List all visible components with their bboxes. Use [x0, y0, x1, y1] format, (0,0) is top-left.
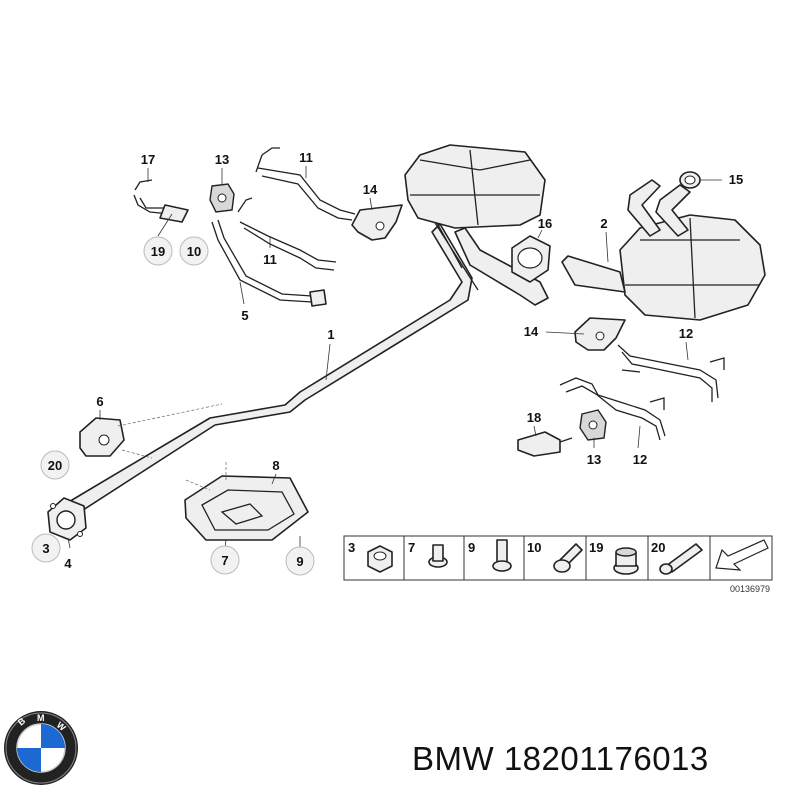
svg-text:B: B	[16, 715, 28, 727]
hanger-18	[517, 431, 573, 457]
callout-circle-3	[31, 533, 61, 563]
callout-circle-20	[40, 450, 70, 480]
rubber-mount-13b	[579, 409, 607, 441]
callout-5: 5	[241, 308, 248, 323]
bracket-11b	[237, 197, 337, 271]
rubber-mount-14a	[351, 204, 403, 241]
callout-4: 4	[64, 556, 72, 571]
flange-bolt-icon	[553, 543, 583, 573]
front-silencer	[404, 144, 549, 306]
callouts: 17 13 11 14 15 19 10 11 16 2 5 14 12 1 6…	[31, 150, 743, 576]
diagram-id: 00136979	[730, 584, 770, 594]
callout-2: 2	[600, 216, 607, 231]
callout-1: 1	[327, 327, 334, 342]
heat-shield-plate	[184, 462, 309, 541]
callout-14: 14	[363, 182, 378, 197]
product-caption: BMW 18201176013	[412, 740, 792, 784]
brand-name: BMW	[412, 740, 495, 777]
callout-17: 17	[141, 152, 155, 167]
callout-7: 7	[221, 553, 228, 568]
bracket-12a	[617, 344, 725, 402]
rubber-mount-13a	[209, 183, 235, 213]
ring-15	[679, 171, 701, 189]
callout-19: 19	[151, 244, 165, 259]
callout-13: 13	[215, 152, 229, 167]
direction-arrow-icon	[715, 539, 769, 571]
callout-circle-7	[210, 545, 240, 575]
bracket-12b	[559, 377, 666, 441]
callout-18: 18	[527, 410, 541, 425]
callout-8: 8	[272, 458, 279, 473]
legend-number: 20	[651, 540, 665, 555]
callout-14-lower: 14	[524, 324, 539, 339]
callout-6: 6	[96, 394, 103, 409]
fastener-legend: 3 7 9 10 19 20	[343, 535, 773, 594]
leader-lines	[67, 166, 722, 549]
callout-12: 12	[679, 326, 693, 341]
bmw-logo: B M W	[4, 711, 78, 785]
callout-3: 3	[42, 541, 49, 556]
legend-number: 3	[348, 540, 355, 555]
main-pipe	[61, 177, 479, 513]
bolt-icon	[492, 539, 512, 572]
callout-circle-9	[285, 546, 315, 576]
screw-icon	[428, 544, 448, 568]
svg-text:M: M	[37, 713, 45, 723]
hanger-5	[211, 219, 327, 307]
flange	[47, 497, 87, 541]
callout-11-lower: 11	[263, 252, 277, 267]
rear-silencer	[561, 179, 766, 321]
legend-number: 19	[589, 540, 603, 555]
legend-number: 9	[468, 540, 475, 555]
hex-nut-icon	[367, 545, 393, 573]
callout-9: 9	[296, 554, 303, 569]
callout-13-lower: 13	[587, 452, 601, 467]
callout-circle-10	[179, 236, 209, 266]
bracket-11a	[255, 147, 356, 221]
hanger-17	[133, 179, 189, 223]
callout-12-lower: 12	[633, 452, 647, 467]
callout-16: 16	[538, 216, 552, 231]
stud-icon	[659, 543, 703, 575]
rubber-mount-14b	[574, 317, 626, 351]
callout-10: 10	[187, 244, 201, 259]
legend-number: 7	[408, 540, 415, 555]
legend-number: 10	[527, 540, 541, 555]
part-number: 18201176013	[503, 740, 709, 777]
callout-circle-19	[143, 236, 173, 266]
callout-11: 11	[299, 150, 313, 165]
clamp-16	[511, 235, 551, 283]
callout-15: 15	[729, 172, 743, 187]
callout-20: 20	[48, 458, 62, 473]
grommet-icon	[613, 547, 639, 575]
